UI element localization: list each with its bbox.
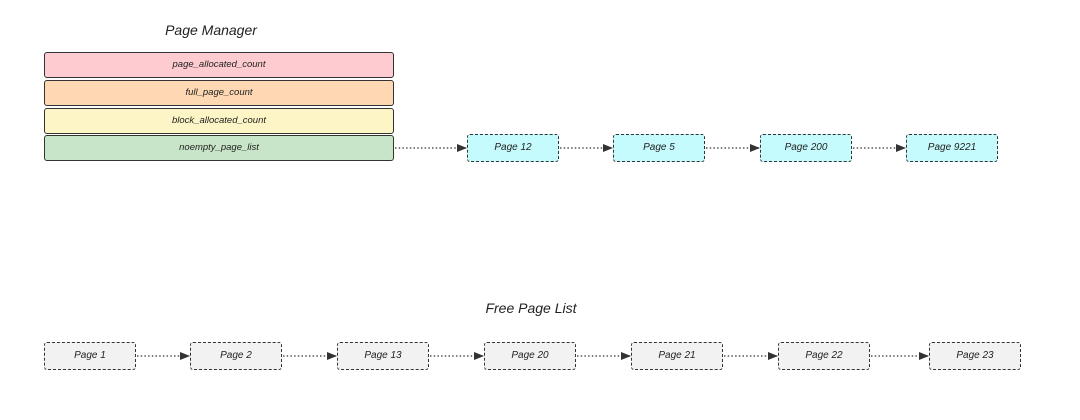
noempty-page-node: Page 200 — [760, 134, 852, 162]
free-page-list-title: Free Page List — [485, 300, 577, 316]
page-manager-title: Page Manager — [165, 22, 257, 38]
free-page-node: Page 21 — [631, 342, 723, 370]
field-block-allocated-count: block_allocated_count — [44, 108, 394, 134]
noempty-page-node: Page 12 — [467, 134, 559, 162]
noempty-page-node: Page 5 — [613, 134, 705, 162]
free-page-node: Page 1 — [44, 342, 136, 370]
free-page-node: Page 23 — [929, 342, 1021, 370]
free-page-node: Page 20 — [484, 342, 576, 370]
field-page-allocated-count: page_allocated_count — [44, 52, 394, 78]
free-page-node: Page 13 — [337, 342, 429, 370]
field-noempty-page-list: noempty_page_list — [44, 135, 394, 161]
noempty-page-node: Page 9221 — [906, 134, 998, 162]
free-page-node: Page 22 — [778, 342, 870, 370]
field-full-page-count: full_page_count — [44, 80, 394, 106]
free-page-node: Page 2 — [190, 342, 282, 370]
